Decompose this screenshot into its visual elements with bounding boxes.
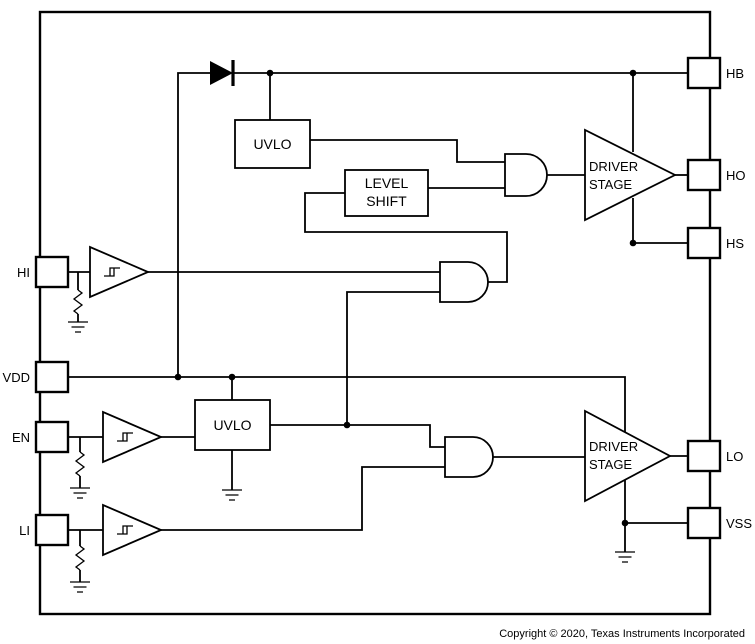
uvlo-low-box: [194, 399, 271, 451]
hysteresis-icon: [117, 432, 133, 442]
uvlo-high-box: [234, 119, 311, 169]
pin-li: LI: [19, 513, 70, 547]
driver-high-label-line2: STAGE: [589, 177, 632, 192]
wire-vss: [624, 480, 688, 552]
driver-high-label-line1: DRIVER: [589, 159, 638, 174]
pin-box: [686, 506, 722, 540]
ground-symbol: [70, 581, 90, 593]
driver-stage-high: DRIVER STAGE: [584, 128, 678, 222]
and-gate-mid: [439, 261, 489, 303]
resistor-zigzag: [72, 289, 84, 315]
pin-box: [34, 360, 70, 394]
driver-stage-low: DRIVER STAGE: [584, 409, 672, 503]
uvlo-high-label: UVLO: [253, 136, 291, 152]
pin-label: LI: [19, 523, 30, 538]
ground-bars: [70, 487, 90, 499]
pin-en: EN: [12, 420, 70, 454]
pin-label: HI: [17, 265, 30, 280]
and-gate-high: [504, 153, 548, 197]
pin-hb: HB: [686, 56, 744, 90]
driver-low-label-line2: STAGE: [589, 457, 632, 472]
ground-symbol: [70, 487, 90, 499]
wire-hs-to-driver: [632, 198, 688, 244]
buffer-triangle: [102, 410, 164, 464]
pin-label: HB: [726, 66, 744, 81]
uvlo-low-block: UVLO: [194, 399, 271, 451]
pin-hi: HI: [17, 255, 70, 289]
pin-label: VDD: [3, 370, 30, 385]
ground-bars: [68, 321, 88, 333]
hysteresis-glyph: [117, 432, 133, 442]
wire-and-mid-to-levelshift: [304, 192, 508, 283]
pulldown-resistor-en: [70, 437, 90, 499]
pin-box: [686, 226, 722, 260]
hysteresis-glyph: [104, 267, 120, 277]
ground-symbol-uvlo-low: [222, 489, 242, 501]
ground-symbol: [68, 321, 88, 333]
pin-box: [686, 439, 722, 473]
pin-box: [34, 255, 70, 289]
pin-vss: VSS: [686, 506, 752, 540]
resistor-zigzag: [74, 545, 86, 571]
pin-lo: LO: [686, 439, 743, 473]
junction-dot: [228, 373, 236, 381]
ic-boundary: [38, 10, 712, 616]
wire-uvlo-high-to-and: [310, 139, 505, 163]
level-shift-label-line2: SHIFT: [366, 193, 407, 209]
driver-low-label-line1: DRIVER: [589, 439, 638, 454]
bootstrap-diode: [210, 60, 235, 86]
pin-vdd: VDD: [3, 360, 70, 394]
schmitt-buffer-li: [102, 503, 164, 557]
wire-vdd-to-diode: [177, 72, 210, 377]
pin-label: VSS: [726, 516, 752, 531]
wire-uvlo-low-to-and-low: [270, 424, 445, 448]
wire-net: [68, 72, 688, 552]
pin-label: HO: [726, 168, 746, 183]
ground-bars: [615, 551, 635, 563]
wire-vdd-rail: [68, 376, 626, 432]
uvlo-low-label: UVLO: [213, 417, 251, 433]
pin-hs: HS: [686, 226, 744, 260]
pin-ho: HO: [686, 158, 746, 192]
junction-dot: [629, 69, 637, 77]
junction-dot: [174, 373, 182, 381]
ground-symbol-vss: [615, 551, 635, 563]
resistor-zigzag: [74, 451, 86, 477]
junction-dot: [629, 239, 637, 247]
hysteresis-icon: [117, 525, 133, 535]
hysteresis-icon: [104, 267, 120, 277]
schmitt-buffer-hi: [89, 245, 151, 299]
uvlo-high-block: UVLO: [234, 119, 311, 169]
pin-box: [686, 158, 722, 192]
pin-box: [34, 420, 70, 454]
hysteresis-glyph: [117, 525, 133, 535]
buffer-triangle: [102, 503, 164, 557]
schmitt-buffer-en: [102, 410, 164, 464]
pin-box: [686, 56, 722, 90]
pin-label: HS: [726, 236, 744, 251]
junction-dot: [621, 519, 629, 527]
junction-dot: [343, 421, 351, 429]
ground-bars: [70, 581, 90, 593]
pulldown-resistor-hi: [68, 272, 88, 333]
ground-bars: [222, 489, 242, 501]
pulldown-resistor-li: [70, 530, 90, 593]
pin-label: EN: [12, 430, 30, 445]
diode-anode-triangle: [210, 61, 233, 85]
pin-box: [34, 513, 70, 547]
level-shift-label-line1: LEVEL: [365, 175, 409, 191]
wire-li-buffer-to-and: [161, 466, 445, 531]
driver-triangle: [584, 409, 672, 503]
driver-triangle: [584, 128, 678, 222]
buffer-triangle: [89, 245, 151, 299]
junction-dot: [266, 69, 274, 77]
junction-dots: [174, 69, 637, 527]
copyright-text: Copyright © 2020, Texas Instruments Inco…: [499, 628, 745, 640]
level-shift-box: [344, 169, 429, 217]
pin-label: LO: [726, 449, 743, 464]
and-gate-low: [444, 436, 494, 478]
wire-uvlo-ok-branch: [346, 291, 440, 425]
level-shift-block: LEVEL SHIFT: [344, 169, 429, 217]
